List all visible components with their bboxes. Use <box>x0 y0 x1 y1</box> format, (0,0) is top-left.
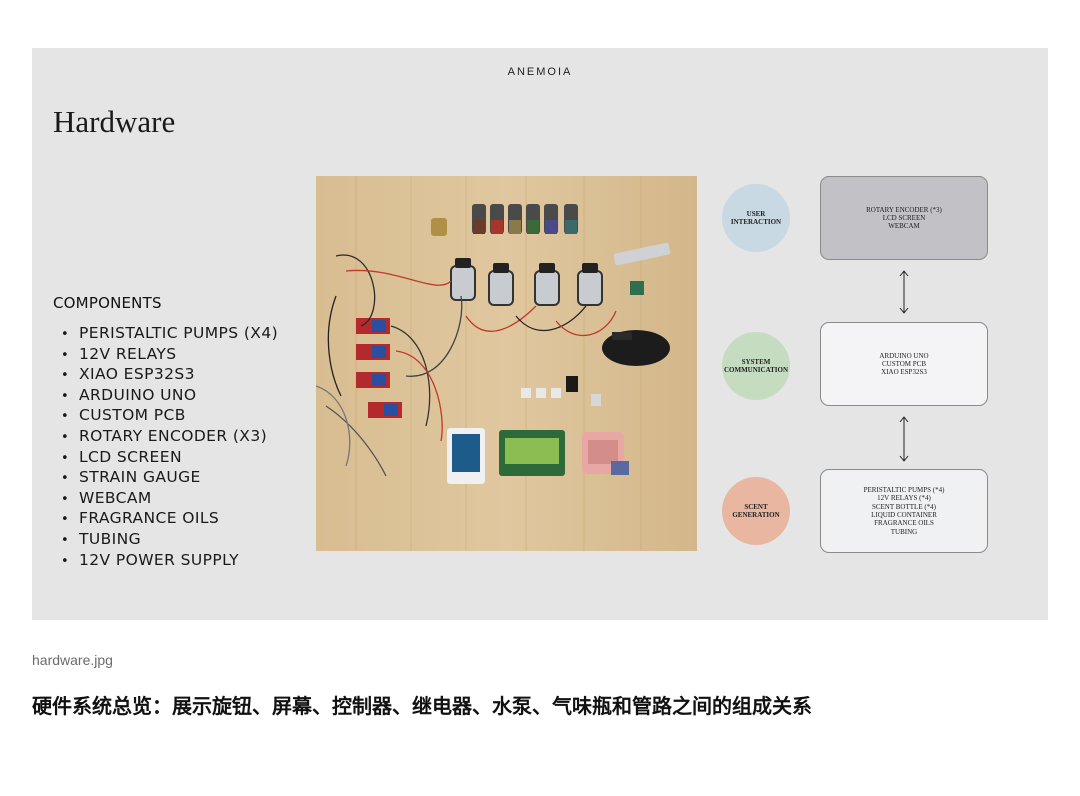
brand-name: ANEMOIA <box>507 66 573 78</box>
image-caption: 硬件系统总览：展示旋钮、屏幕、控制器、继电器、水泵、气味瓶和管路之间的组成关系 <box>32 694 812 718</box>
double-arrow-icon <box>899 416 909 462</box>
scent-bottles <box>472 204 578 234</box>
list-item: •LCD SCREEN <box>61 447 182 466</box>
hardware-photo <box>316 176 697 551</box>
image-filename: hardware.jpg <box>32 652 113 668</box>
list-item: •12V RELAYS <box>61 344 177 363</box>
list-item: •STRAIN GAUGE <box>61 468 201 487</box>
user-interaction-box: ROTARY ENCODER (*3) LCD SCREEN WEBCAM <box>820 176 988 260</box>
hardware-photo-illustration <box>316 176 697 551</box>
list-item: •TUBING <box>61 529 142 548</box>
components-list: •PERISTALTIC PUMPS (X4) •12V RELAYS •XIA… <box>61 324 278 571</box>
double-arrow-icon <box>899 270 909 314</box>
scent-generation-box: PERISTALTIC PUMPS (*4) 12V RELAYS (*4) S… <box>820 469 988 553</box>
relays <box>356 318 402 418</box>
system-communication-box: ARDUINO UNO CUSTOM PCB XIAO ESP32S3 <box>820 322 988 406</box>
list-item: •WEBCAM <box>61 488 152 507</box>
list-item: •XIAO ESP32S3 <box>61 365 195 384</box>
list-item: •PERISTALTIC PUMPS (X4) <box>61 324 279 342</box>
components-heading: COMPONENTS <box>53 294 162 312</box>
list-item: •ROTARY ENCODER (X3) <box>61 426 268 445</box>
list-item: •CUSTOM PCB <box>61 406 186 425</box>
hardware-slide: ANEMOIA Hardware COMPONENTS •PERISTALTIC… <box>32 48 1048 620</box>
list-item: •ARDUINO UNO <box>61 385 197 404</box>
pumps <box>450 265 603 306</box>
slide-title: Hardware <box>53 104 176 139</box>
list-item: •FRAGRANCE OILS <box>61 509 220 528</box>
list-item: •12V POWER SUPPLY <box>61 550 239 569</box>
